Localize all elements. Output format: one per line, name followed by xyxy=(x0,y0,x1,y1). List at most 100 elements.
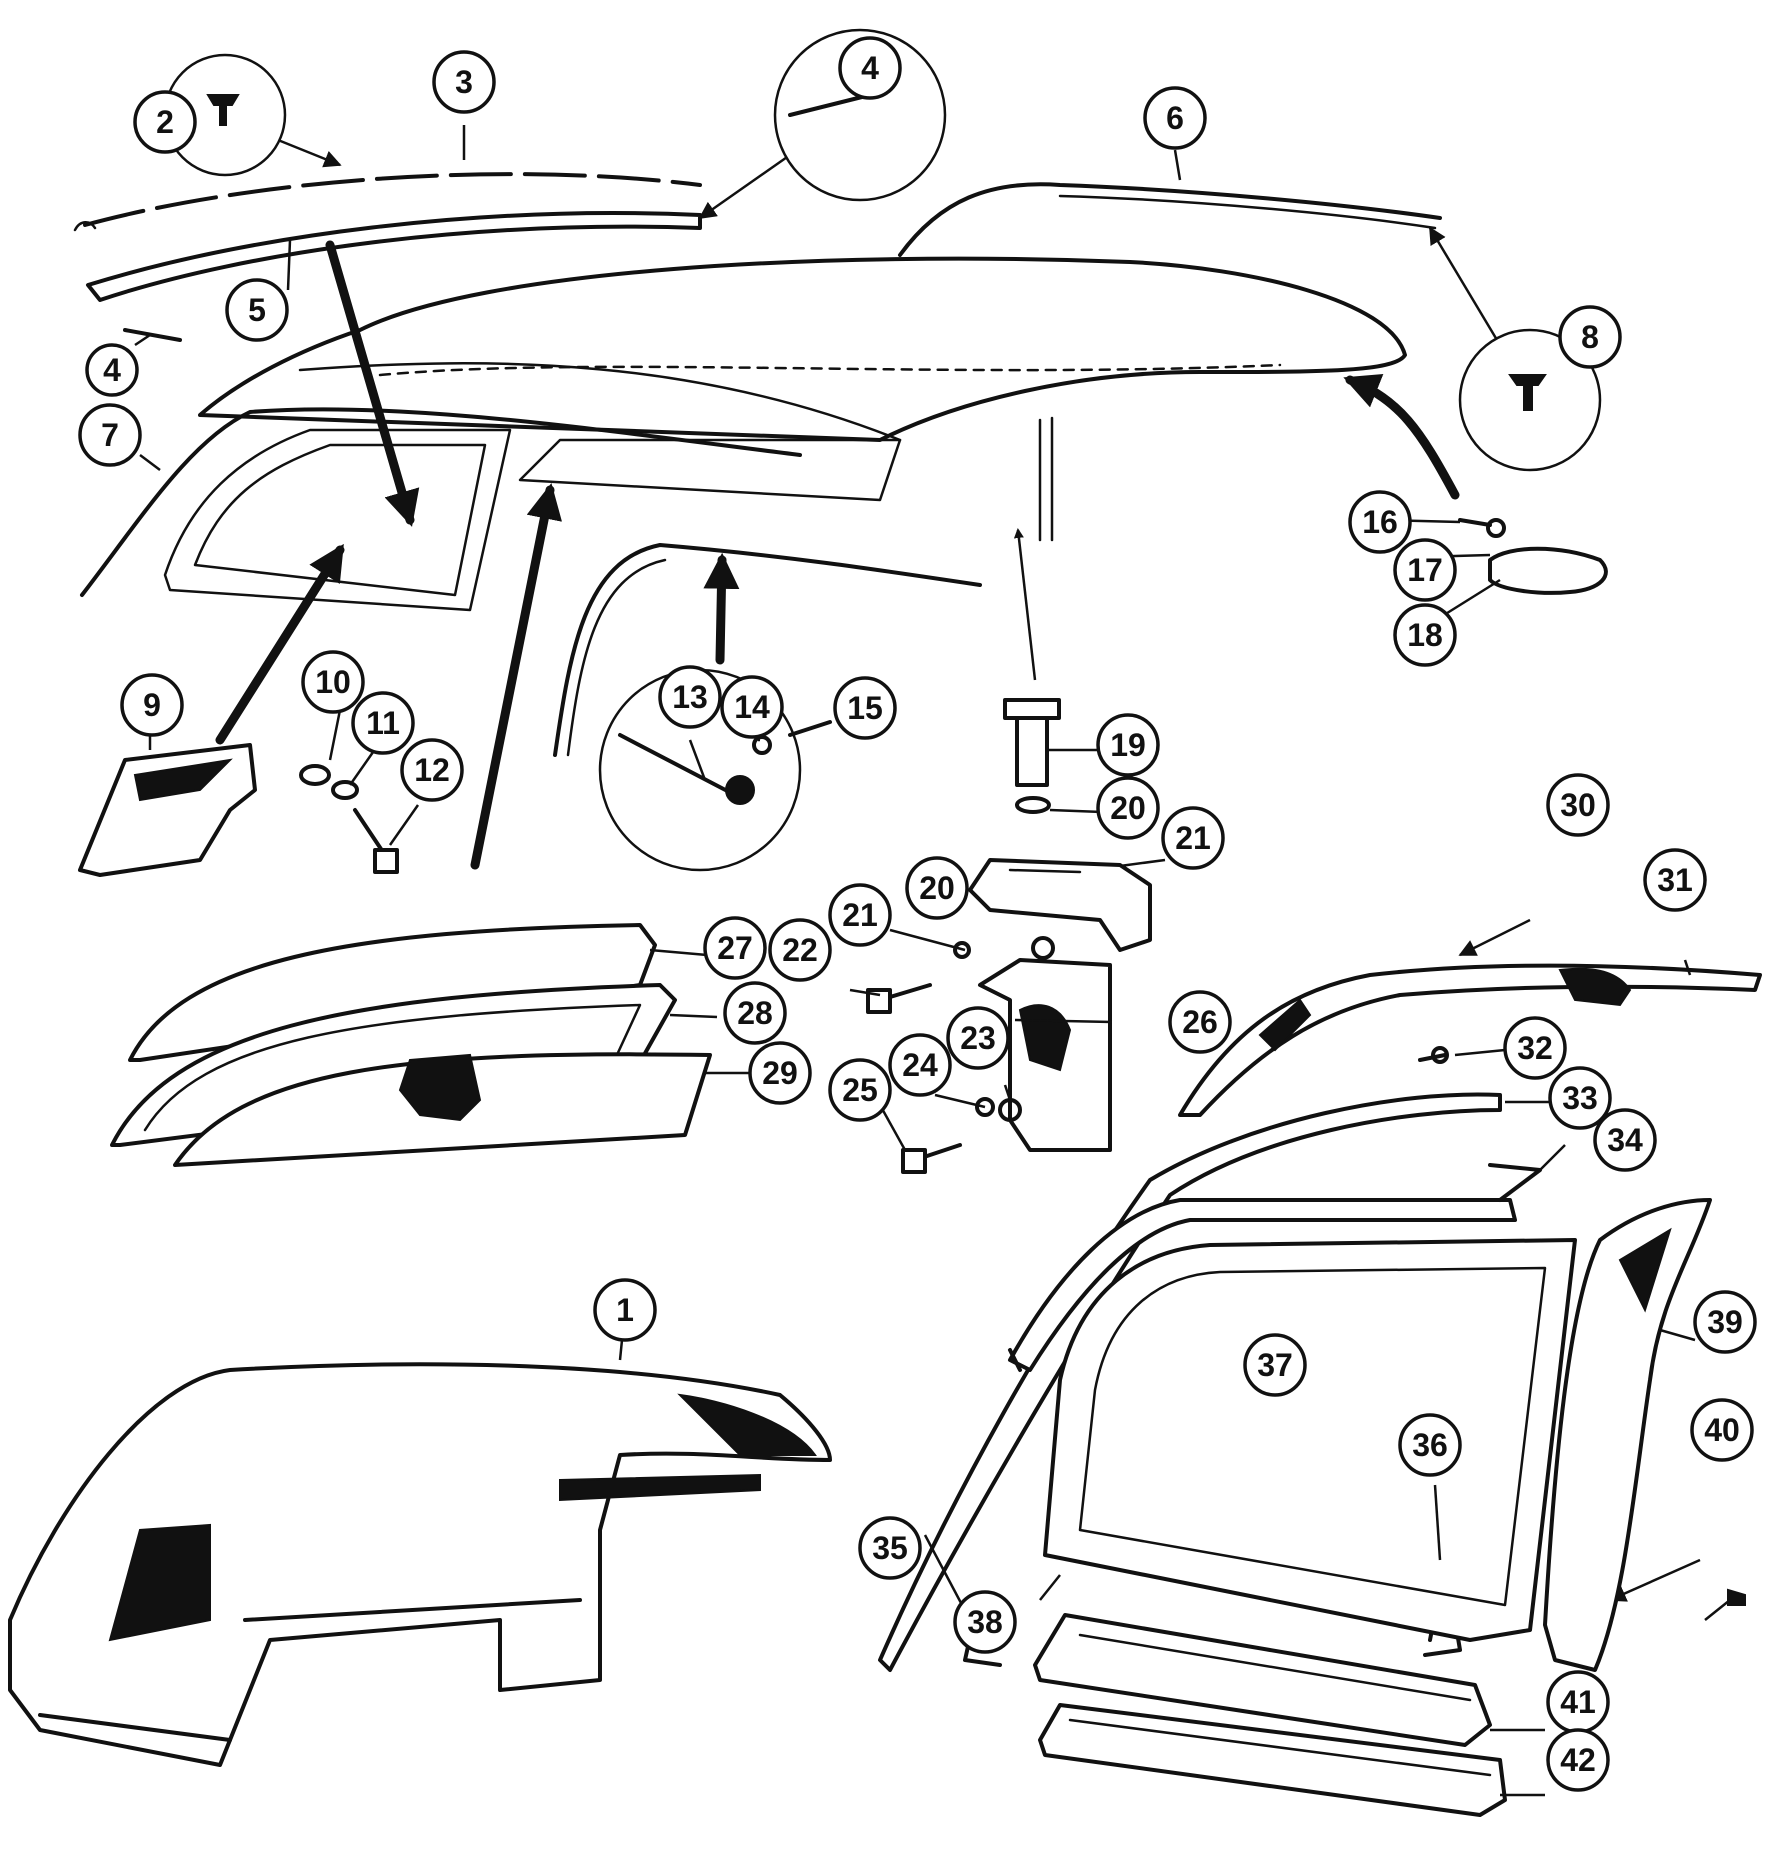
callout-18: 18 xyxy=(1393,603,1457,667)
svg-text:6: 6 xyxy=(1166,100,1184,136)
svg-text:21: 21 xyxy=(842,897,878,933)
svg-text:5: 5 xyxy=(248,292,266,328)
part-6-side-rail xyxy=(898,182,1442,257)
svg-text:15: 15 xyxy=(847,690,883,726)
callout-41: 41 xyxy=(1546,1670,1610,1734)
parts-16-18-catch xyxy=(1458,518,1608,595)
callout-23: 23 xyxy=(946,1006,1010,1070)
svg-text:33: 33 xyxy=(1562,1080,1598,1116)
callout-20-upper: 20 xyxy=(1096,776,1160,840)
callout-25: 25 xyxy=(828,1058,892,1122)
callout-38: 38 xyxy=(953,1590,1017,1654)
callout-16: 16 xyxy=(1348,490,1412,554)
callout-8: 8 xyxy=(1558,305,1622,369)
callout-3: 3 xyxy=(432,50,496,114)
svg-text:13: 13 xyxy=(672,679,708,715)
callout-21-lower: 21 xyxy=(828,883,892,947)
parts-41-42-seal-strips xyxy=(1033,1613,1507,1817)
svg-text:7: 7 xyxy=(101,417,119,453)
svg-text:41: 41 xyxy=(1560,1684,1596,1720)
callout-28: 28 xyxy=(723,981,787,1045)
parts-32-36-frame-parts xyxy=(878,1046,1542,1672)
callout-36: 36 xyxy=(1398,1413,1462,1477)
callout-11: 11 xyxy=(351,691,415,755)
callout-21-upper: 21 xyxy=(1161,806,1225,870)
callout-31: 31 xyxy=(1643,848,1707,912)
beading-icon-4 xyxy=(788,93,872,117)
part-39-side-pillar xyxy=(1543,1198,1712,1672)
svg-text:36: 36 xyxy=(1412,1427,1448,1463)
svg-text:25: 25 xyxy=(842,1072,878,1108)
pointer-arrows xyxy=(215,138,1701,1602)
callout-4-detail: 4 xyxy=(838,36,902,100)
callout-15: 15 xyxy=(833,676,897,740)
svg-text:4: 4 xyxy=(861,50,879,86)
svg-text:8: 8 xyxy=(1581,319,1599,355)
callout-7: 7 xyxy=(78,403,142,467)
part-3-drip-rail xyxy=(83,172,702,227)
part-4-strip xyxy=(123,328,182,342)
svg-text:4: 4 xyxy=(103,352,121,388)
callout-13: 13 xyxy=(658,665,722,729)
callout-39: 39 xyxy=(1693,1290,1757,1354)
svg-text:20: 20 xyxy=(1110,790,1146,826)
callout-42: 42 xyxy=(1546,1728,1610,1792)
callout-14: 14 xyxy=(720,675,784,739)
screw-icon-15 xyxy=(788,720,832,737)
callout-26: 26 xyxy=(1168,990,1232,1054)
callout-1: 1 xyxy=(593,1278,657,1342)
svg-text:12: 12 xyxy=(414,752,450,788)
callout-19: 19 xyxy=(1096,713,1160,777)
callout-12: 12 xyxy=(400,738,464,802)
parts-19-21-bolt-bracket xyxy=(968,698,1152,952)
callout-24: 24 xyxy=(888,1033,952,1097)
svg-text:20: 20 xyxy=(919,870,955,906)
svg-text:23: 23 xyxy=(960,1020,996,1056)
callout-6: 6 xyxy=(1143,86,1207,150)
callout-10: 10 xyxy=(301,650,365,714)
svg-text:16: 16 xyxy=(1362,504,1398,540)
screw-icon-2 xyxy=(206,94,240,126)
svg-text:9: 9 xyxy=(143,687,161,723)
svg-text:19: 19 xyxy=(1110,727,1146,763)
callout-33: 33 xyxy=(1548,1066,1612,1130)
svg-text:2: 2 xyxy=(156,104,174,140)
svg-text:29: 29 xyxy=(762,1055,798,1091)
callout-32: 32 xyxy=(1503,1016,1567,1080)
svg-text:31: 31 xyxy=(1657,862,1693,898)
svg-text:40: 40 xyxy=(1704,1412,1740,1448)
svg-text:39: 39 xyxy=(1707,1304,1743,1340)
hardtop-shell-top-assembly xyxy=(163,256,1407,612)
callout-37: 37 xyxy=(1243,1333,1307,1397)
svg-text:24: 24 xyxy=(902,1047,938,1083)
part-1-complete-hardtop xyxy=(8,1362,832,1767)
svg-text:30: 30 xyxy=(1560,787,1596,823)
part-31-top-rail xyxy=(1178,963,1762,1117)
callout-5: 5 xyxy=(225,278,289,342)
svg-text:11: 11 xyxy=(366,705,400,741)
detail-circle-4 xyxy=(773,28,947,202)
svg-text:38: 38 xyxy=(967,1604,1003,1640)
screw-icon-8 xyxy=(1508,374,1547,411)
part-40-fastener xyxy=(1727,1588,1746,1606)
callout-2: 2 xyxy=(133,90,197,154)
svg-text:35: 35 xyxy=(872,1530,908,1566)
callout-4-strip: 4 xyxy=(85,343,139,397)
svg-text:34: 34 xyxy=(1607,1122,1643,1158)
svg-text:18: 18 xyxy=(1407,617,1443,653)
svg-text:42: 42 xyxy=(1560,1742,1596,1778)
callout-29: 29 xyxy=(748,1041,812,1105)
part-7-window-surround xyxy=(80,407,802,597)
part-13-moulding-curve xyxy=(553,543,982,757)
callout-20-lower: 20 xyxy=(905,856,969,920)
svg-text:22: 22 xyxy=(782,932,818,968)
seal-section-icon-13 xyxy=(618,733,737,797)
callout-30: 30 xyxy=(1546,773,1610,837)
callout-bubbles: 1 2 3 4 4 5 6 7 8 9 10 11 12 13 14 15 16… xyxy=(78,36,1757,1792)
callout-34: 34 xyxy=(1593,1108,1657,1172)
svg-text:27: 27 xyxy=(717,930,753,966)
svg-text:14: 14 xyxy=(734,689,770,725)
svg-text:1: 1 xyxy=(616,1292,634,1328)
callout-22: 22 xyxy=(768,918,832,982)
